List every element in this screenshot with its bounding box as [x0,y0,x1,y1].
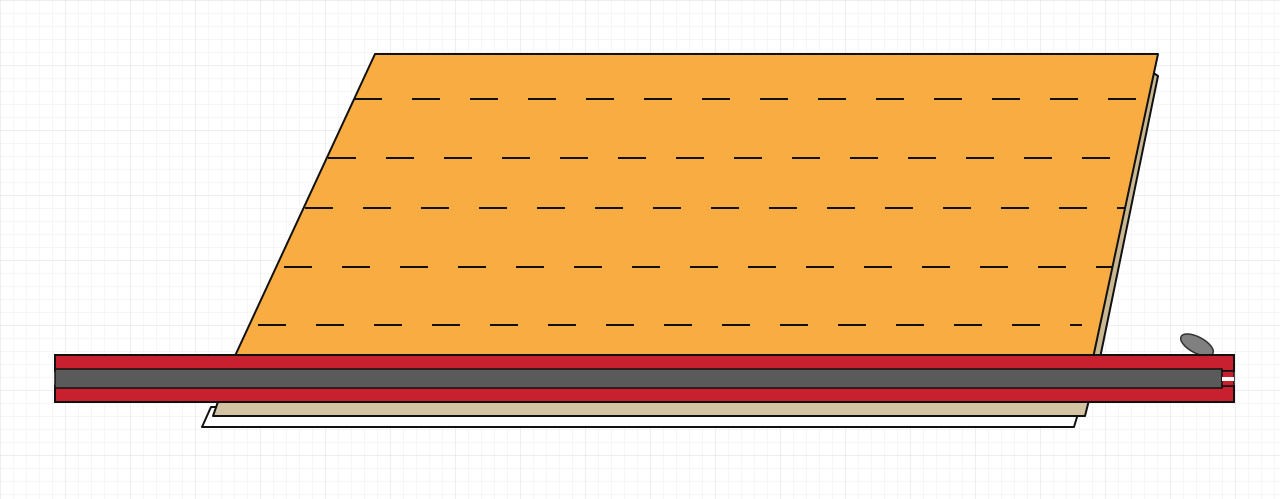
zipper-slider-gap [1222,377,1234,381]
red-binding-bar [54,354,1235,403]
zipper-pull-tab[interactable] [1177,329,1216,360]
dashed-fold-lines [258,98,1148,326]
gray-zipper-teeth [54,368,1223,389]
